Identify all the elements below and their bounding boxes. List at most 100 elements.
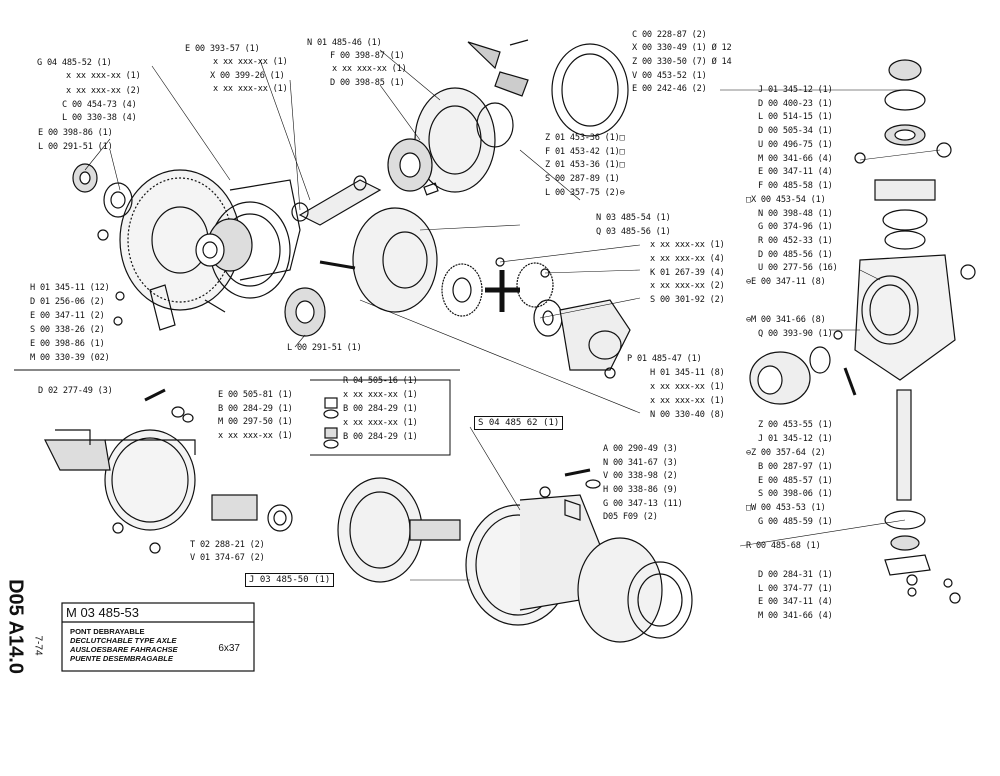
part-label: J 01 345-12 (1) [758, 434, 833, 444]
part-label: N 00 398-48 (1) [758, 209, 833, 219]
part-label: H 00 338-86 (9) [603, 485, 678, 495]
part-label: E 00 485-57 (1) [758, 476, 833, 486]
part-label: x xx xxx-xx (1) [213, 84, 288, 94]
part-label: H 01 345-11 (12) [30, 283, 110, 293]
part-label: x xx xxx-xx (1) [650, 240, 725, 250]
part-label: C 00 228-87 (2) [632, 30, 707, 40]
gearbox-right [749, 59, 976, 604]
part-label: F 00 485-58 (1) [758, 181, 833, 191]
title-block-frame [61, 602, 255, 672]
part-label: ⊖M 00 341-66 (8) [746, 315, 826, 325]
part-label: E 00 505-81 (1) [218, 390, 293, 400]
part-label: X 00 399-26 (1) [210, 71, 285, 81]
part-label: D 00 505-34 (1) [758, 126, 833, 136]
part-label: E 00 393-57 (1) [185, 44, 260, 54]
part-label: x xx xxx-xx (2) [650, 281, 725, 291]
part-label: B 00 284-29 (1) [218, 404, 293, 414]
part-label: D 00 398-85 (1) [330, 78, 405, 88]
part-label: x xx xxx-xx (4) [650, 254, 725, 264]
ratio: 6x37 [218, 643, 240, 654]
bearing-lower [284, 287, 326, 337]
part-label: N 03 485-54 (1) [596, 213, 671, 223]
part-label: x xx xxx-xx (1) [213, 57, 288, 67]
sheet-code: D05 A14.0 [4, 579, 27, 674]
part-label: Q 00 393-90 (1) [758, 329, 833, 339]
part-label: x xx xxx-xx (1) [218, 431, 293, 441]
part-box-label: S 04 485 62 (1) [474, 416, 564, 430]
part-label: x xx xxx-xx (1) [650, 396, 725, 406]
part-label: D 00 400-23 (1) [758, 99, 833, 109]
part-label: F 01 453-42 (1)□ [545, 147, 625, 157]
studs-left-mid [144, 388, 339, 449]
part-label: D 00 284-31 (1) [758, 570, 833, 580]
part-label: G 00 374-96 (1) [758, 222, 833, 232]
part-label: □X 00 453-54 (1) [746, 195, 826, 205]
part-label: L 00 330-38 (4) [62, 113, 137, 123]
small-parts-left [97, 229, 226, 331]
part-label: R 00 485-68 (1) [746, 541, 821, 551]
part-label: B 00 284-29 (1) [343, 432, 418, 442]
part-label: E 00 242-46 (2) [632, 84, 707, 94]
part-label: N 00 330-40 (8) [650, 410, 725, 420]
part-label: L 00 291-51 (1) [287, 343, 362, 353]
part-label: F 00 398-87 (1) [330, 51, 405, 61]
part-label: E 00 347-11 (4) [758, 597, 833, 607]
part-label: D 00 485-56 (1) [758, 250, 833, 260]
part-label: M 00 341-66 (4) [758, 154, 833, 164]
part-label: V 01 374-67 (2) [190, 553, 265, 563]
part-label: S 00 398-06 (1) [758, 489, 833, 499]
part-box-label: J 03 485-50 (1) [245, 573, 335, 587]
part-label: N 01 485-46 (1) [307, 38, 382, 48]
axle-housing-left [44, 429, 293, 554]
part-label: L 00 291-51 (1) [38, 142, 113, 152]
part-label: x xx xxx-xx (1) [343, 418, 418, 428]
title-line-de: AUSLOESBARE FAHRACHSE [70, 645, 178, 654]
part-label: X 00 330-49 (1) Ø 12 [632, 43, 732, 53]
part-label: T 02 288-21 (2) [190, 540, 265, 550]
part-label: E 00 347-11 (4) [758, 167, 833, 177]
part-number: M 03 485-53 [66, 605, 139, 620]
part-label: x xx xxx-xx (1) [343, 390, 418, 400]
part-label: L 00 514-15 (1) [758, 112, 833, 122]
pinion-housing [387, 87, 514, 196]
shim-ring-top [467, 39, 629, 137]
part-label: M 00 297-50 (1) [218, 417, 293, 427]
part-label: P 01 485-47 (1) [627, 354, 702, 364]
part-label: x xx xxx-xx (1) [332, 64, 407, 74]
part-label: A 00 290-49 (3) [603, 444, 678, 454]
part-label: N 00 341-67 (3) [603, 458, 678, 468]
part-label: U 00 496-75 (1) [758, 140, 833, 150]
part-label: R 00 452-33 (1) [758, 236, 833, 246]
title-line-en: DECLUTCHABLE TYPE AXLE [70, 636, 177, 645]
differential-exploded [319, 207, 631, 379]
part-label: B 00 284-29 (1) [343, 404, 418, 414]
title-block: M 03 485-53 PONT DEBRAYABLE DECLUTCHABLE… [62, 603, 254, 671]
part-label: x xx xxx-xx (1) [650, 382, 725, 392]
part-label: ⊖E 00 347-11 (8) [746, 277, 826, 287]
title-line-fr: PONT DEBRAYABLE [70, 627, 145, 636]
part-label: □W 00 453-53 (1) [746, 503, 826, 513]
part-label: H 01 345-11 (8) [650, 368, 725, 378]
sheet-date: 7-74 [32, 635, 44, 656]
part-label: S 00 301-92 (2) [650, 295, 725, 305]
part-label: J 01 345-12 (1) [758, 85, 833, 95]
part-label: M 00 330-39 (02) [30, 353, 110, 363]
part-label: D 01 256-06 (2) [30, 297, 105, 307]
part-label: E 00 398-86 (1) [30, 339, 105, 349]
part-label: V 00 453-52 (1) [632, 71, 707, 81]
part-label: R 04 505-16 (1) [343, 376, 418, 386]
part-label: Z 00 330-50 (7) Ø 14 [632, 57, 732, 67]
part-label: Z 01 453-36 (1)□ [545, 133, 625, 143]
pinion-shaft [291, 175, 382, 226]
part-label: V 00 338-98 (2) [603, 471, 678, 481]
bearing-left [72, 163, 133, 218]
part-label: D05 F09 (2) [603, 512, 658, 522]
part-label: L 00 357-75 (2)⊖ [545, 188, 625, 198]
crown-wheel-assembly [119, 169, 301, 311]
part-label: Q 03 485-56 (1) [596, 227, 671, 237]
part-label: D 02 277-49 (3) [38, 386, 113, 396]
part-label: G 00 347-13 (11) [603, 499, 683, 509]
part-label: S 00 338-26 (2) [30, 325, 105, 335]
part-label: M 00 341-66 (4) [758, 611, 833, 621]
part-label: Z 00 453-55 (1) [758, 420, 833, 430]
